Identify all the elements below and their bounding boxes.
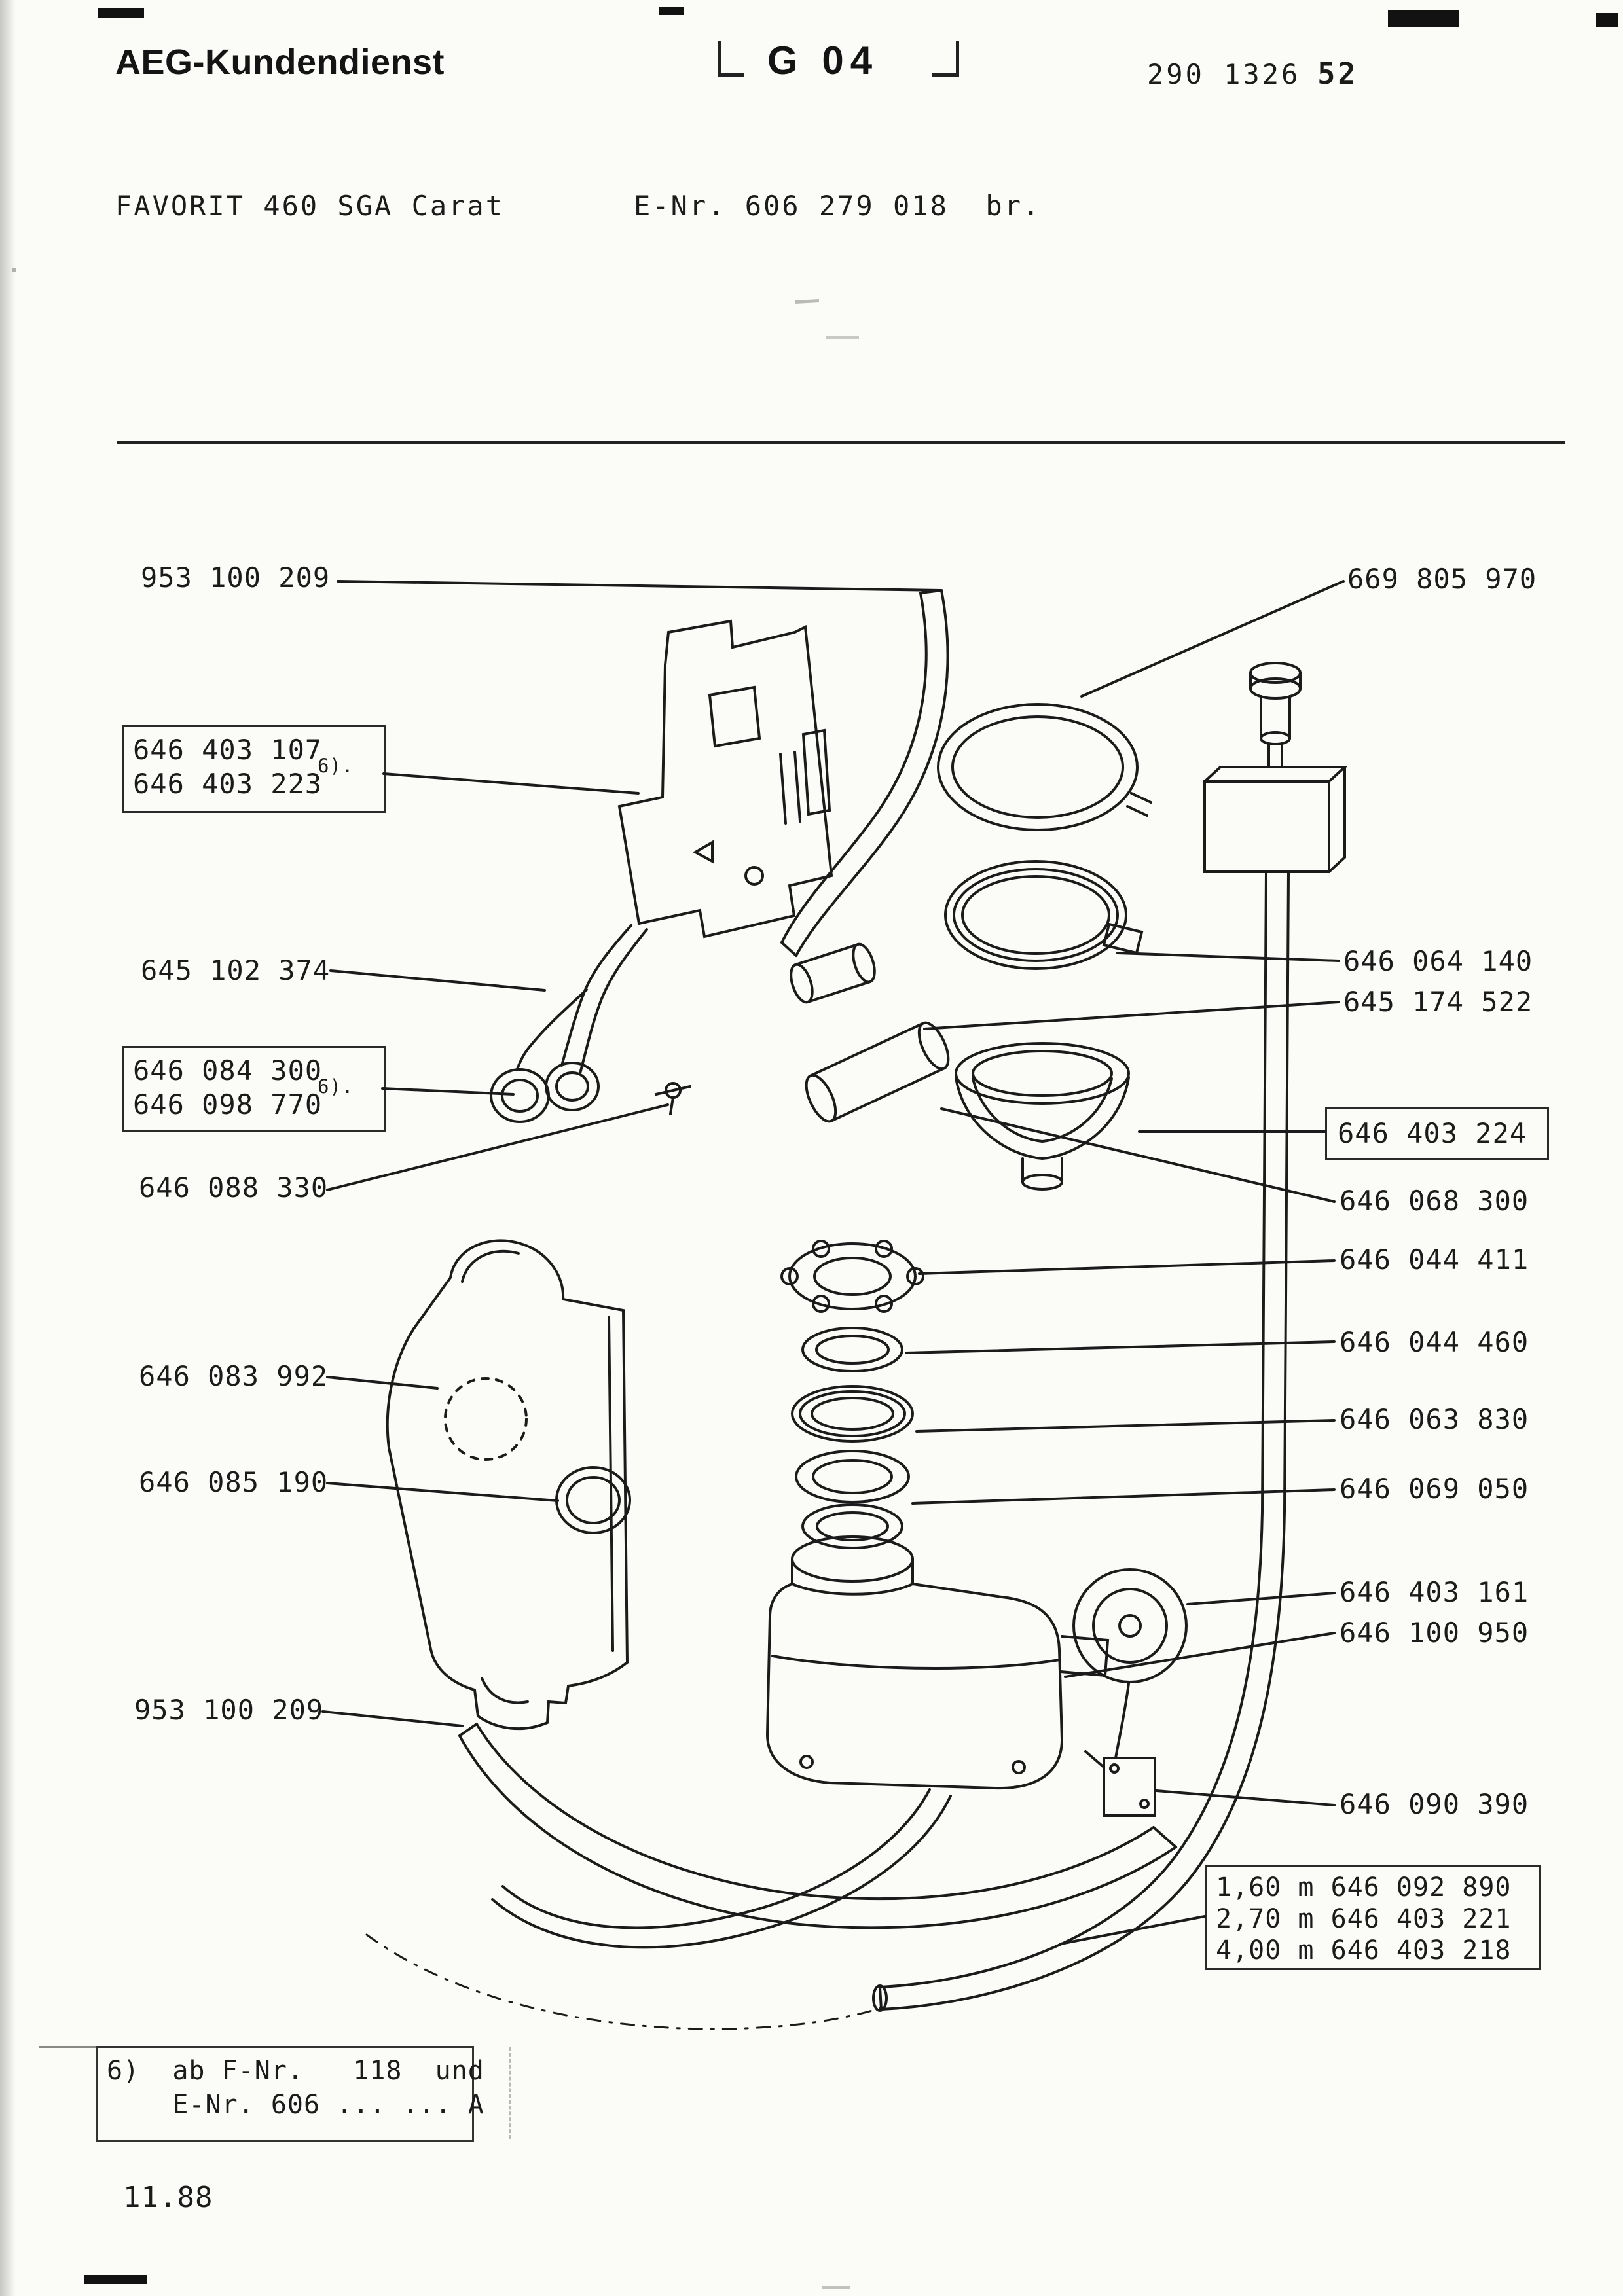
hose-length-row-270: 2,70 m 646 403 221 [1216, 1904, 1512, 1934]
inlet-hose-top [780, 589, 949, 957]
leader-lines [321, 580, 1345, 1945]
crop-mark-right [932, 41, 959, 77]
callout-646-090-390: 646 090 390 [1340, 1788, 1529, 1820]
document-number-value: 290 1326 [1147, 58, 1301, 90]
mounting-panel [617, 619, 833, 939]
large-sealing-ring [937, 703, 1152, 831]
scan-speck [12, 268, 16, 272]
cover-panel [386, 1239, 629, 1731]
callout-646-068-300: 646 068 300 [1340, 1185, 1529, 1217]
hose-length-row-160: 1,60 m 646 092 890 [1216, 1873, 1512, 1903]
hose-length-table: 1,60 m 646 092 890 2,70 m 646 403 221 4,… [1205, 1865, 1541, 1970]
callout-646-044-411: 646 044 411 [1340, 1244, 1529, 1276]
callout-646-064-140: 646 064 140 [1343, 945, 1533, 977]
panel-wiring [516, 924, 648, 1075]
callout-646-085-190: 646 085 190 [139, 1466, 329, 1498]
callout-646-083-992: 646 083 992 [139, 1360, 329, 1392]
micro-switch [1084, 1750, 1156, 1817]
callout-646-063-830: 646 063 830 [1340, 1403, 1529, 1435]
section-code: G 04 [767, 39, 879, 82]
callout-group-box-403107: 646 403 107 646 403 223 6). [122, 725, 386, 813]
drain-hoses [365, 1723, 1177, 2030]
softener-tank [765, 1535, 1110, 1790]
angled-tube [805, 1021, 950, 1123]
scan-edge-shadow [0, 0, 16, 2296]
callout-645-102-374: 645 102 374 [141, 954, 331, 986]
scan-artifact [98, 8, 144, 18]
grommet-rings [490, 1062, 600, 1123]
footnote-marker-6: 6). [318, 1075, 354, 1098]
document-number: 290 1326 52 [1147, 56, 1358, 91]
callout-953-100-209-bottom: 953 100 209 [134, 1694, 324, 1726]
screw-part [655, 1082, 691, 1115]
scan-artifact [659, 7, 684, 15]
callout-646-044-460: 646 044 460 [1340, 1326, 1529, 1358]
hose-length-row-400: 4,00 m 646 403 218 [1216, 1935, 1512, 1965]
callout-646-403-107: 646 403 107 [133, 734, 323, 766]
gasket-ring [555, 1466, 631, 1534]
clamp-ring [944, 860, 1144, 970]
crop-mark-left [718, 41, 744, 77]
connector-sleeve [790, 942, 876, 1004]
scan-line-fragment [39, 2046, 98, 2048]
scan-dashed-line [509, 2047, 511, 2139]
document-page-number: 52 [1317, 56, 1359, 91]
callout-646-098-770: 646 098 770 [133, 1088, 323, 1121]
callout-646-069-050: 646 069 050 [1340, 1473, 1529, 1505]
callout-646-403-224: 646 403 224 [1338, 1117, 1527, 1149]
scan-artifact [84, 2275, 147, 2284]
header-divider [117, 441, 1565, 444]
footnote-box: 6) ab F-Nr. 118 und E-Nr. 606 ... ... A [96, 2046, 484, 2142]
brand-title: AEG-Kundendienst [115, 43, 445, 82]
callout-669-805-970: 669 805 970 [1347, 563, 1537, 595]
scan-artifact [1596, 13, 1618, 27]
callout-645-174-522: 645 174 522 [1343, 986, 1533, 1018]
scan-speck [826, 336, 859, 339]
callout-646-088-330: 646 088 330 [139, 1172, 329, 1204]
e-number: E-Nr. 606 279 018 br. [634, 190, 1042, 222]
footnote-marker-6: 6). [318, 755, 354, 777]
callout-646-084-300: 646 084 300 [133, 1054, 323, 1086]
seal-stack [791, 1327, 914, 1549]
scan-artifact [1388, 10, 1459, 27]
footnote-line-2: E-Nr. 606 ... ... A [107, 2090, 484, 2120]
callout-646-403-223: 646 403 223 [133, 768, 323, 800]
funnel [955, 1042, 1130, 1191]
callout-646-403-161: 646 403 161 [1340, 1576, 1529, 1608]
supply-hose [872, 870, 1290, 2012]
callout-box-403224: 646 403 224 [1325, 1107, 1549, 1160]
callout-646-100-950: 646 100 950 [1340, 1617, 1529, 1649]
date-code: 11.88 [123, 2181, 213, 2214]
aquastop-valve [1203, 662, 1349, 873]
star-flange [780, 1240, 924, 1313]
footnote-line-1: 6) ab F-Nr. 118 und [107, 2056, 484, 2086]
scan-speck [822, 2286, 850, 2289]
pump-motor [1072, 1568, 1188, 1759]
callout-953-100-209-top: 953 100 209 [141, 562, 331, 594]
model-name: FAVORIT 460 SGA Carat [115, 190, 505, 222]
